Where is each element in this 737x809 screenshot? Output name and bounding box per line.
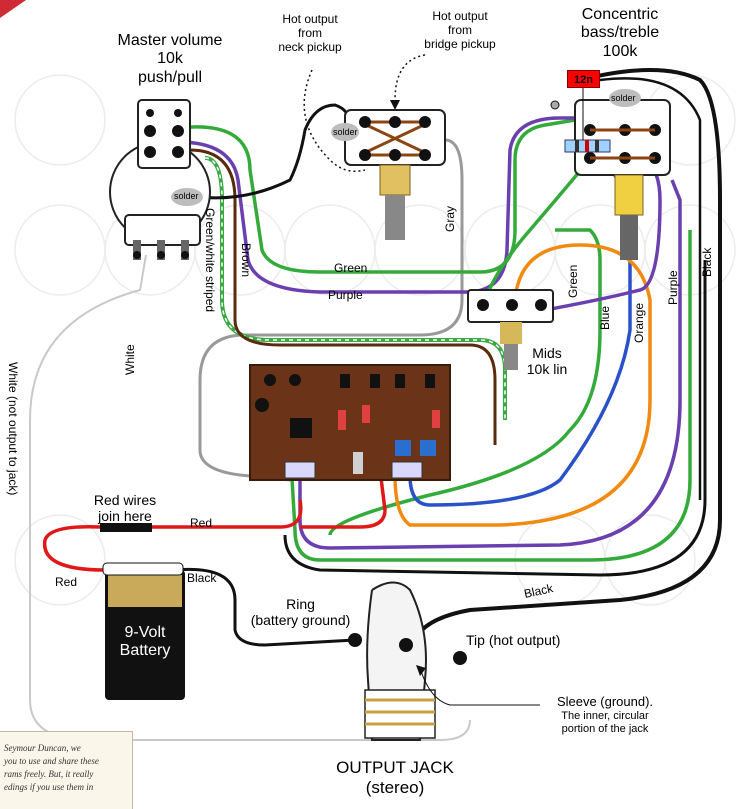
red-left-label: Red <box>55 575 78 589</box>
red-wire-join <box>100 523 152 532</box>
sleeve-label: Sleeve (ground). The inner, circular por… <box>556 694 654 735</box>
mids-pot[interactable] <box>467 289 554 370</box>
hot-bridge-label: Hot output from bridge pickup <box>424 9 496 51</box>
white-not-output-label: White (not output to jack) <box>6 362 20 496</box>
red-top-label: Red <box>190 516 213 530</box>
brown-wire <box>189 148 497 445</box>
green-white-wire-label: Green/white striped <box>203 208 217 313</box>
green-wire-label: Green <box>334 261 368 275</box>
orange-wire <box>393 243 652 527</box>
black-battery-wire <box>174 567 356 647</box>
green-right-label: Green <box>566 264 580 298</box>
tip-label: Tip (hot output) <box>466 632 561 648</box>
black-right-label: Black <box>700 247 714 277</box>
pickup-pot[interactable] <box>331 109 446 240</box>
gray-wire-label: Gray <box>443 205 457 232</box>
concentric-pot[interactable] <box>574 89 671 260</box>
sleeve-pointer <box>419 667 540 706</box>
white-wire <box>29 254 471 741</box>
black-battery-label: Black <box>187 571 217 585</box>
purple-right-label: Purple <box>666 270 680 305</box>
black-wire-top <box>184 103 352 200</box>
hot-neck-label: Hot output from neck pickup <box>278 12 342 54</box>
bridge-output-arrow <box>394 54 426 101</box>
mids-label: Mids 10k lin <box>526 345 568 378</box>
credit-note: Seymour Duncan, we you to use and share … <box>0 731 133 809</box>
capacitor <box>550 88 611 153</box>
cap-value-label: 12n <box>567 70 600 88</box>
purple-wire-label: Purple <box>328 288 363 302</box>
solder-label-concentric: solder <box>611 93 636 103</box>
white-wire-label: White <box>123 344 137 375</box>
output-jack-label: OUTPUT JACK (stereo) <box>336 758 454 797</box>
green-wire <box>177 118 576 274</box>
red-wires-join-label: Red wires join here <box>93 492 157 525</box>
orange-wire-label: Orange <box>632 302 646 343</box>
neck-output-arrow <box>303 69 366 172</box>
black-wire-right <box>410 68 722 651</box>
solder-label-pickup: solder <box>333 127 358 137</box>
red-wire <box>42 499 303 572</box>
blue-wire-label: Blue <box>598 305 612 330</box>
battery-label: 9-Volt Battery <box>119 624 171 659</box>
preamp-board <box>249 364 451 481</box>
battery <box>102 562 185 700</box>
output-jack[interactable] <box>348 581 467 741</box>
concentric-label: Concentric bass/treble 100k <box>580 6 660 60</box>
brown-wire-label: Brown <box>239 243 253 278</box>
purple-wire-right <box>544 158 662 312</box>
ring-label: Ring (battery ground) <box>250 596 351 629</box>
solder-label-volume: solder <box>174 191 199 201</box>
green-wire-right <box>481 163 587 306</box>
master-volume-label: Master volume 10k push/pull <box>117 32 223 86</box>
master-volume-pot[interactable] <box>109 99 211 260</box>
